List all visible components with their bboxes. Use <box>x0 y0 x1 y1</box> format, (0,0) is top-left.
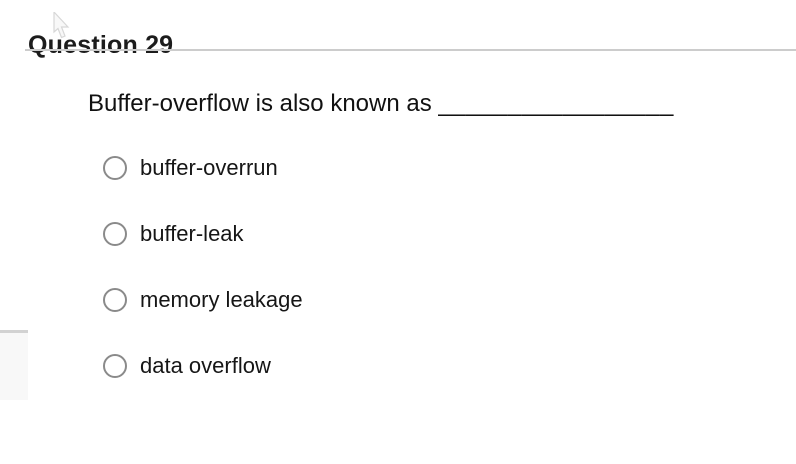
radio-button[interactable] <box>103 156 127 180</box>
radio-button[interactable] <box>103 288 127 312</box>
radio-button[interactable] <box>103 354 127 378</box>
page-edge-fragment <box>0 330 28 400</box>
page-title: Question 29 <box>28 30 174 59</box>
option-row-buffer-overrun[interactable]: buffer-overrun <box>103 156 303 180</box>
question-text: Buffer-overflow is also known as _______… <box>88 90 674 118</box>
option-label[interactable]: buffer-leak <box>140 221 244 246</box>
option-label[interactable]: data overflow <box>140 353 271 378</box>
question-blank: _________________ <box>438 90 674 117</box>
option-row-buffer-leak[interactable]: buffer-leak <box>103 222 303 246</box>
question-text-body: Buffer-overflow is also known as <box>88 90 439 117</box>
option-label[interactable]: memory leakage <box>140 287 303 312</box>
option-label[interactable]: buffer-overrun <box>140 155 278 180</box>
option-row-data-overflow[interactable]: data overflow <box>103 354 303 378</box>
radio-button[interactable] <box>103 222 127 246</box>
header-divider <box>25 49 796 51</box>
answer-options-group: buffer-overrun buffer-leak memory leakag… <box>103 156 303 378</box>
option-row-memory-leakage[interactable]: memory leakage <box>103 288 303 312</box>
